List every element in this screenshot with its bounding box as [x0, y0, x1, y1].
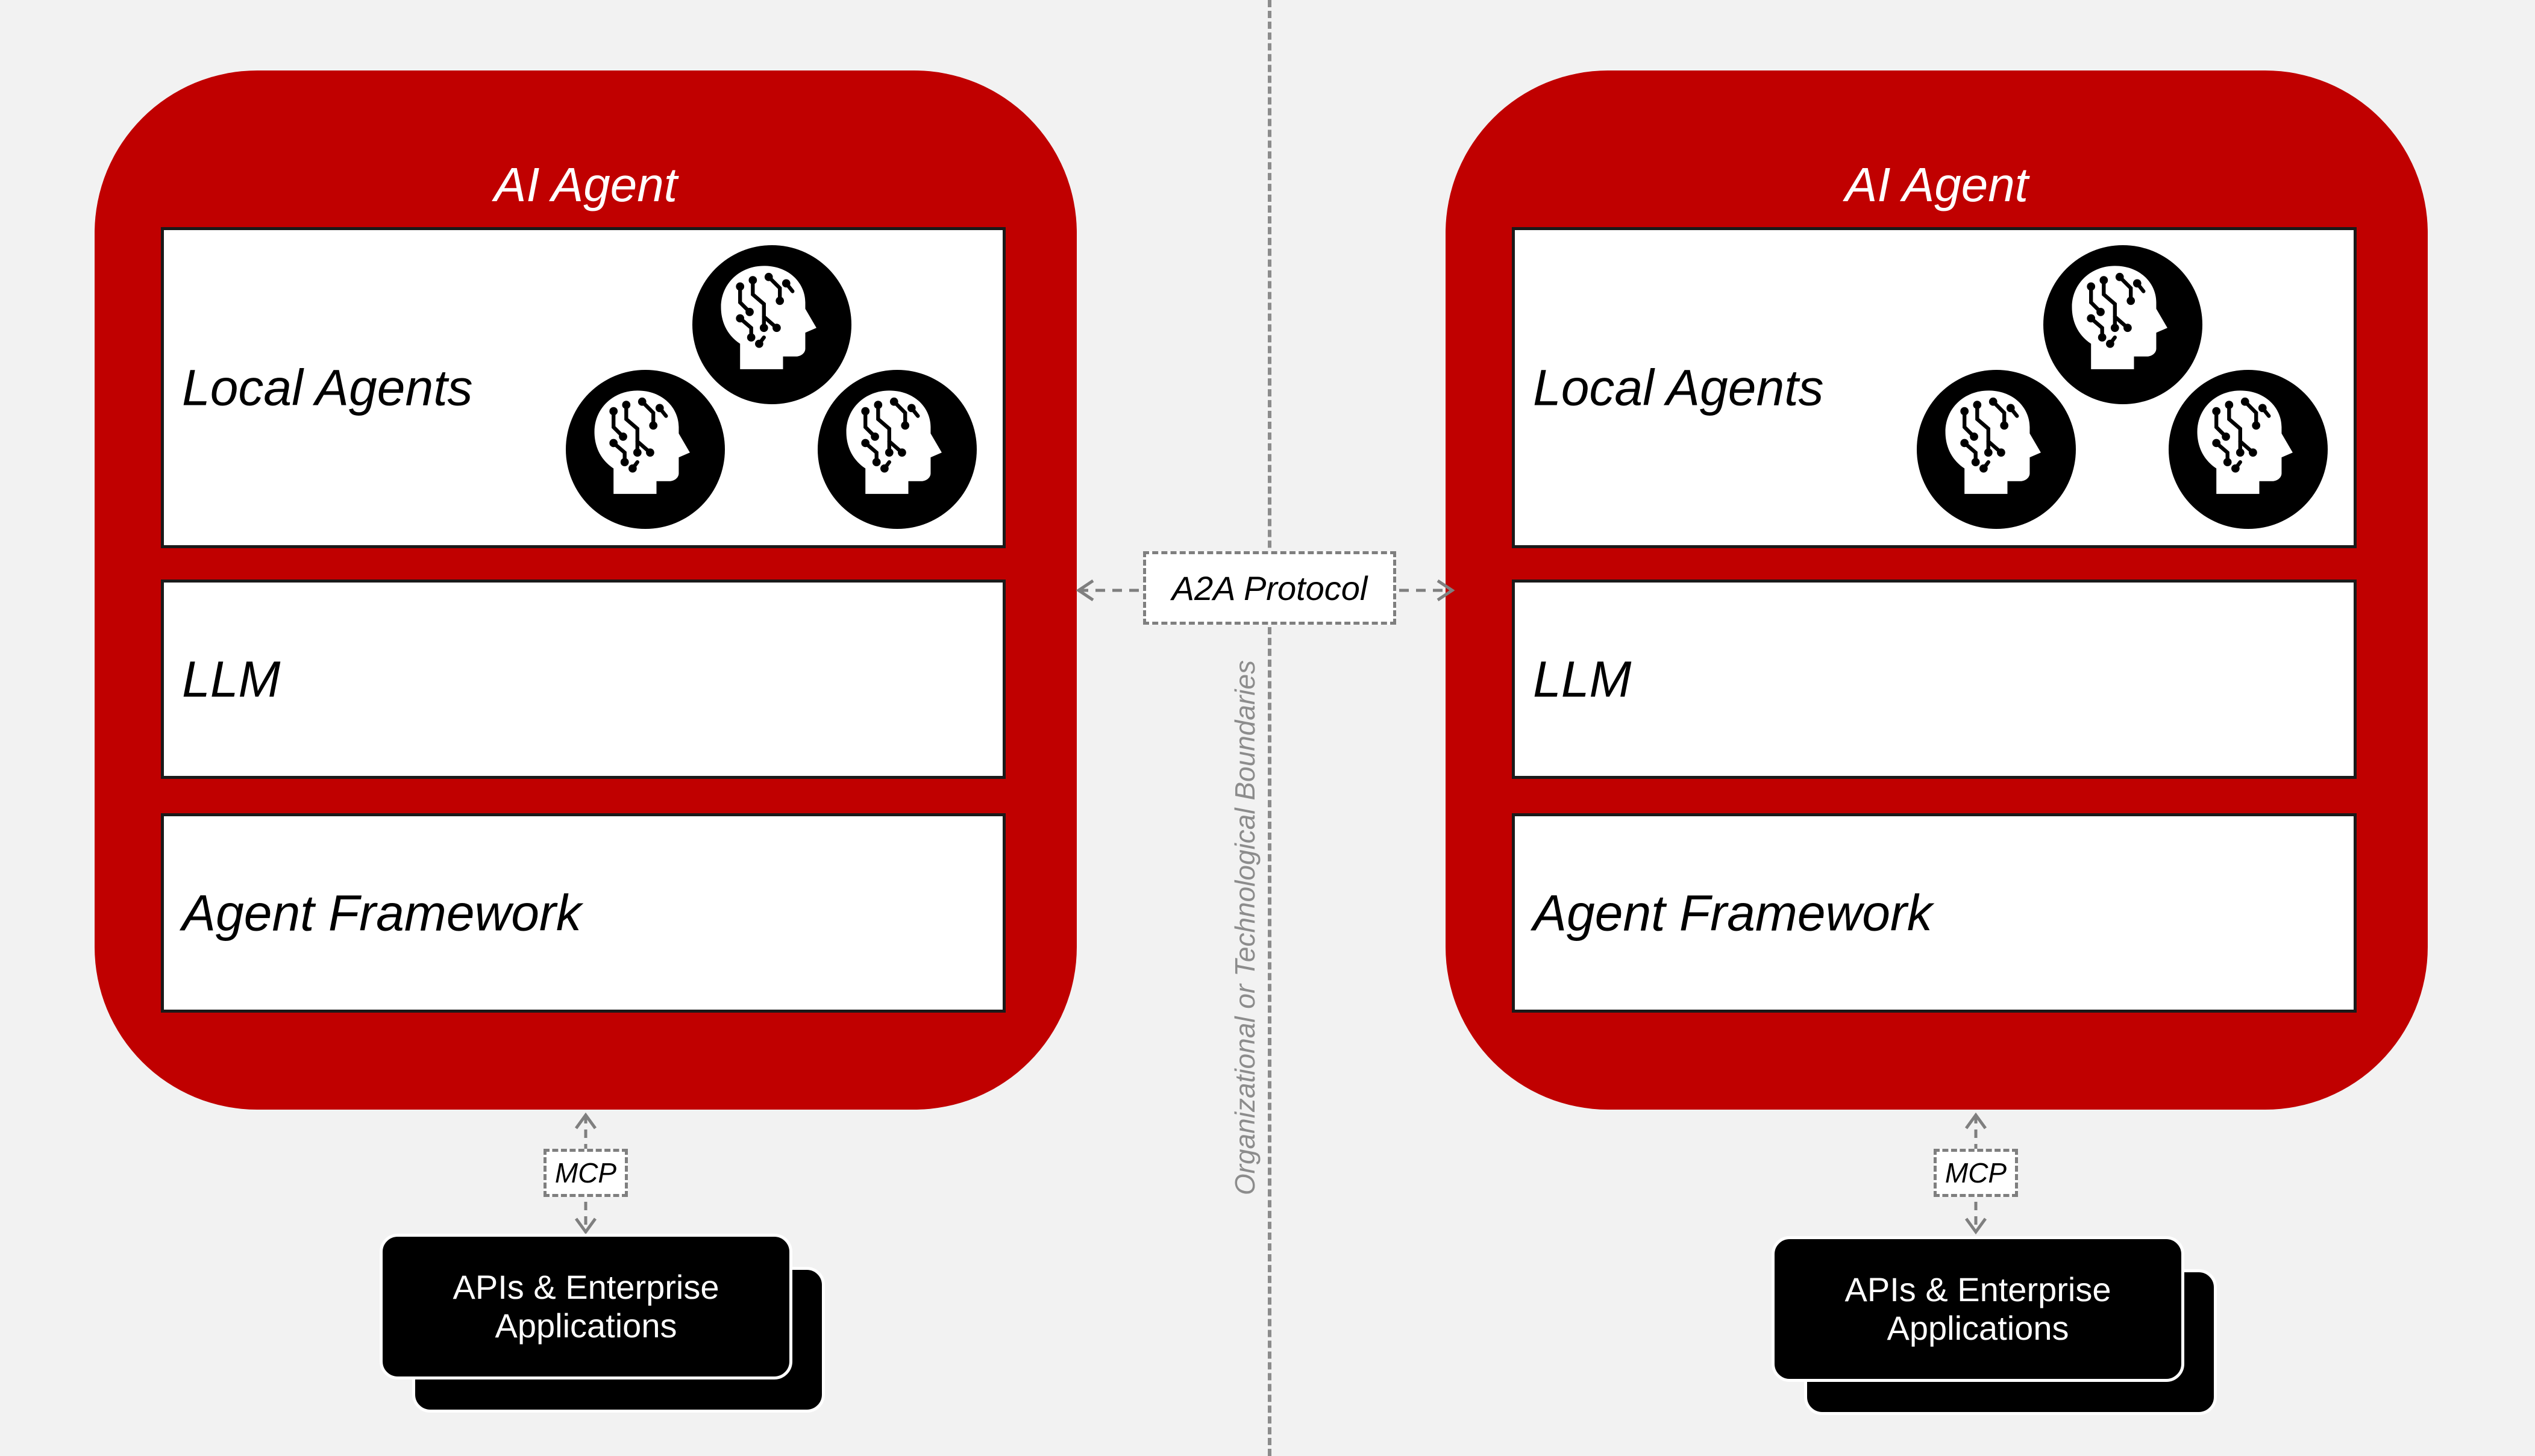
brain-head-icon [692, 245, 851, 404]
brain-head-icon [2169, 370, 2328, 529]
apps-line1: APIs & Enterprise [453, 1268, 719, 1306]
brain-head-icon [1917, 370, 2076, 529]
a2a-protocol-text: A2A Protocol [1171, 569, 1368, 607]
mcp-text: MCP [1944, 1157, 2007, 1189]
agent-framework-layer: Agent Framework [1512, 813, 2357, 1013]
layer-label: Agent Framework [182, 884, 581, 941]
layer-label: Agent Framework [1533, 884, 1932, 941]
a2a-protocol-label: A2A Protocol [1143, 551, 1396, 625]
layer-label: LLM [1533, 651, 1632, 707]
ai-agent-left: AI Agent Local Agents LLM Agent Framewor… [95, 70, 1077, 1110]
layer-label: Local Agents [182, 359, 473, 416]
local-agents-layer: Local Agents [161, 227, 1006, 548]
agent-title: AI Agent [494, 158, 677, 211]
agent-title: AI Agent [1845, 158, 2028, 211]
apps-line2: Applications [495, 1307, 677, 1345]
apps-line1: APIs & Enterprise [1844, 1270, 2111, 1308]
local-agents-layer: Local Agents [1512, 227, 2357, 548]
mcp-label-left: MCP [544, 1149, 628, 1197]
apps-card: APIs & Enterprise Applications [1772, 1236, 2184, 1382]
layer-label: Local Agents [1533, 359, 1824, 416]
llm-layer: LLM [1512, 580, 2357, 779]
apps-line2: Applications [1887, 1309, 2069, 1347]
llm-layer: LLM [161, 580, 1006, 779]
brain-head-icon [566, 370, 725, 529]
boundary-divider [1268, 0, 1271, 1456]
apps-stack-right: APIs & Enterprise Applications [1772, 1236, 2217, 1415]
agent-framework-layer: Agent Framework [161, 813, 1006, 1013]
mcp-label-right: MCP [1934, 1149, 2018, 1197]
mcp-text: MCP [554, 1157, 617, 1189]
brain-head-icon [2043, 245, 2202, 404]
brain-head-icon [818, 370, 977, 529]
ai-agent-right: AI Agent Local Agents LLM Agent Framewor… [1446, 70, 2428, 1110]
apps-stack-left: APIs & Enterprise Applications [380, 1234, 825, 1413]
boundary-label-text: Organizational or Technological Boundari… [1229, 646, 1261, 1209]
layer-label: LLM [182, 651, 281, 707]
apps-card: APIs & Enterprise Applications [380, 1234, 792, 1379]
